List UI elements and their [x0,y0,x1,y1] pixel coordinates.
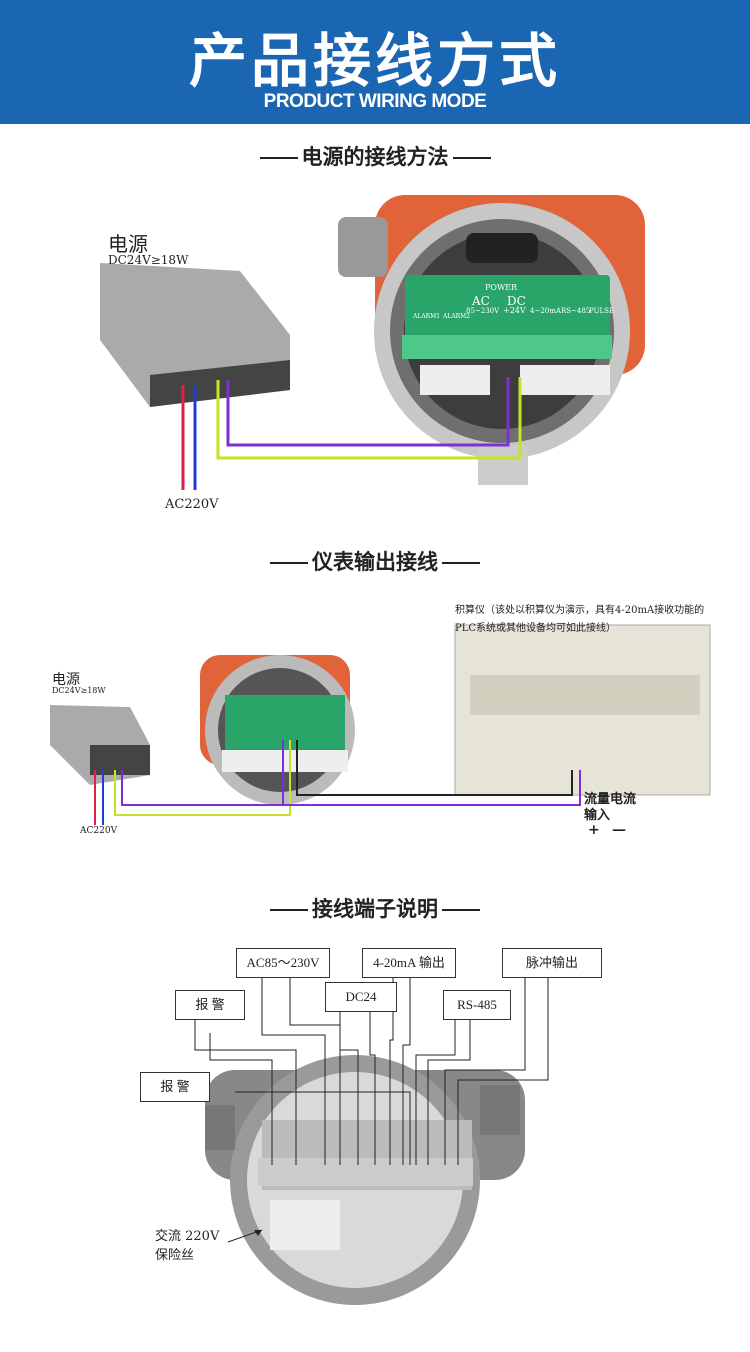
legend-pulse: 脉冲输出 [502,948,602,978]
board-pulse: PULSE [589,307,615,315]
power-wiring-diagram [100,195,645,490]
section-title-terminals: 接线端子说明 [0,893,750,923]
board-dc-v: +24V [503,306,526,315]
integrator-note: 积算仪（该处以积算仪为演示，具有4-20mA接收功能的PLC系统或其他设备均可如… [455,605,705,634]
ac-label: AC220V [165,497,219,512]
integrator-plus: + [588,822,600,838]
board-power: POWER [485,283,518,292]
output-wiring-diagram [50,624,711,825]
board-alarm1: ALARM1 [413,313,441,320]
section-title-power: 电源的接线方法 [0,141,750,171]
board-alarm2: ALARM2 [443,313,471,320]
board-ac-range: 85~230V [466,307,500,315]
psu-spec: DC24V≥18W [108,253,189,267]
board-ac: AC [472,294,490,308]
legend-fuse: 交流 220V 保险丝 [155,1229,220,1263]
psu-name: 电源 [108,232,148,256]
legend-rs485: RS-485 [443,990,511,1020]
board-dc: DC [507,294,526,308]
integrator-input: 流量电流输入 [584,792,637,823]
board-rs485: RS~485 [561,307,591,315]
psu-spec-2: DC24V≥18W [52,686,106,695]
section-title-output: 仪表输出接线 [0,546,750,576]
legend-ac: AC85～230V [236,948,330,978]
board-ma: 4~20mA [530,307,561,315]
integrator-minus: — [612,822,626,838]
legend-dc24: DC24 [325,982,397,1012]
wire-purple [226,377,510,447]
cable-gland [338,217,388,277]
page-title: 产品接线方式 [188,27,561,95]
page-subtitle: PRODUCT WIRING MODE [263,91,487,112]
wire-yellow [216,377,522,460]
psu-name-2: 电源 [52,672,80,688]
legend-alarm-a: 报 警 [175,990,245,1020]
page-header: 产品接线方式 PRODUCT WIRING MODE [0,0,750,124]
legend-ma: 4-20mA 输出 [362,948,456,978]
ac-label-2: AC220V [80,826,118,836]
legend-alarm-b: 报 警 [140,1072,210,1102]
terminal-diagram [194,975,549,1305]
